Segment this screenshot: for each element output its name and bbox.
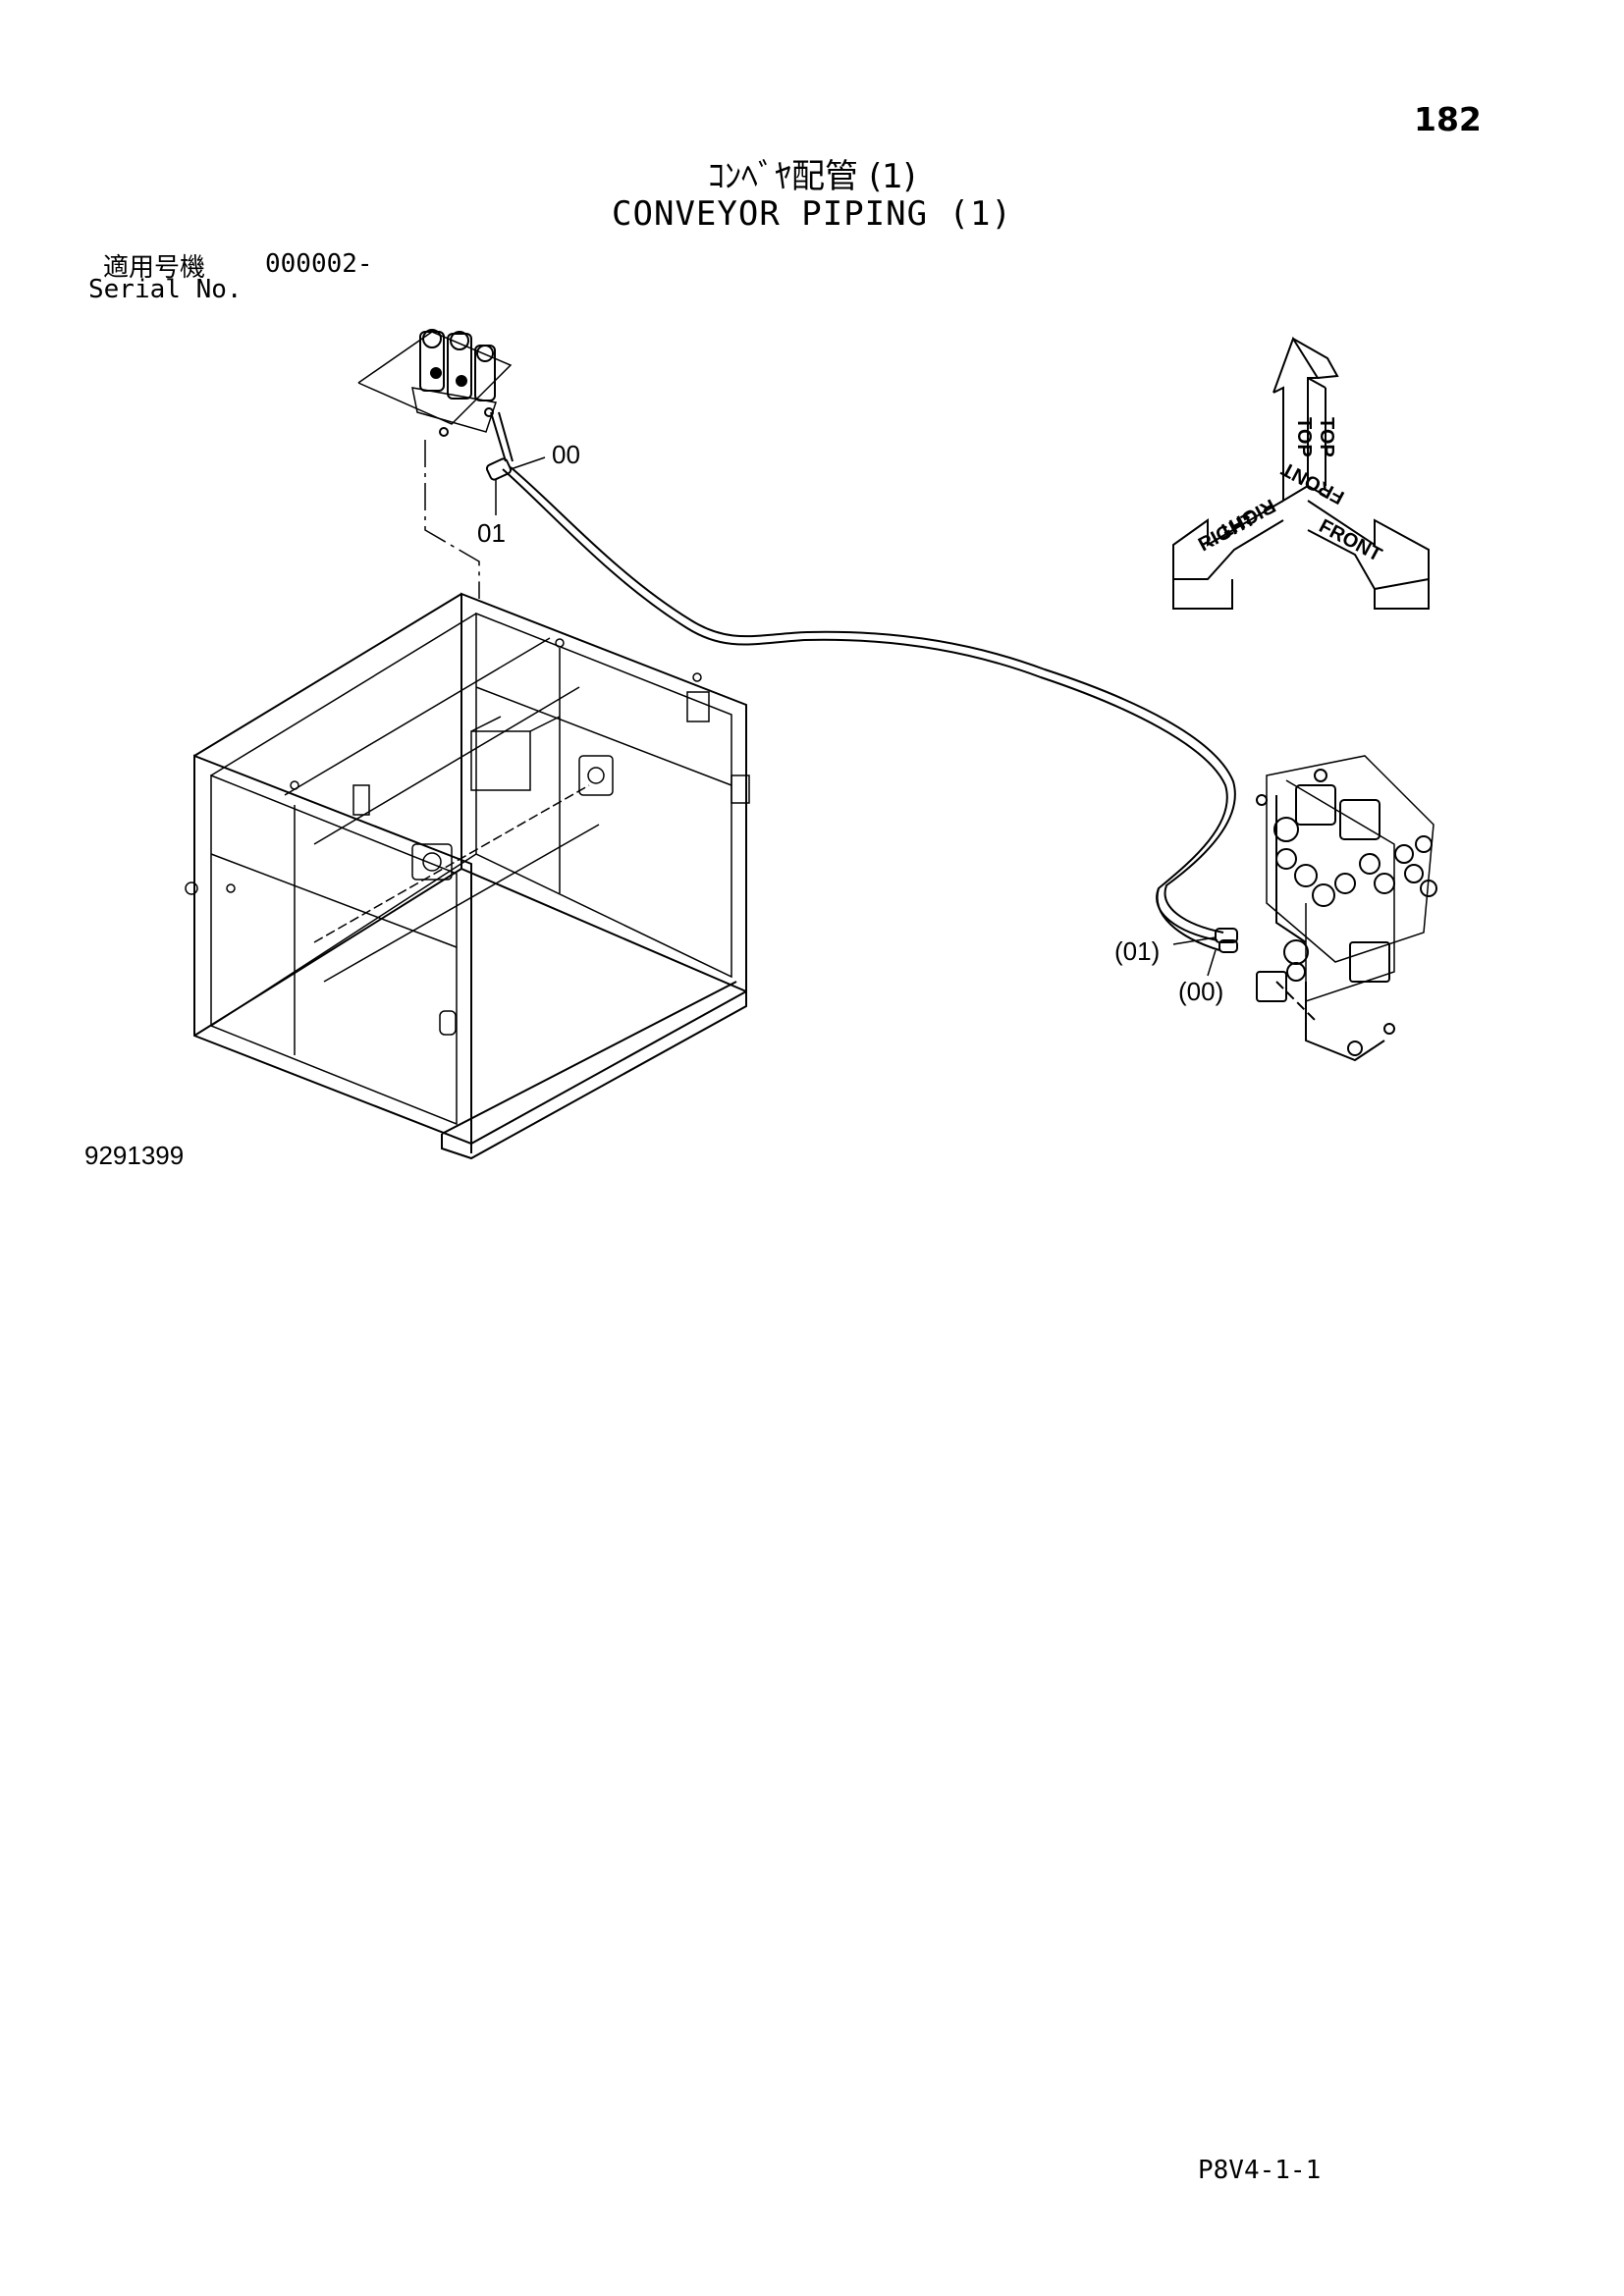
hose-line: [510, 466, 1236, 934]
serial-label-english: Serial No.: [88, 275, 243, 304]
control-valve-block: [1256, 755, 1437, 1062]
orientation-top-label: TOP: [1293, 417, 1315, 457]
hose-fitting: [1215, 928, 1238, 943]
orientation-front-label: FRONT: [1278, 457, 1348, 508]
callout-fitting-01-ref: (01): [1114, 936, 1161, 966]
orientation-top-label: TOP: [1316, 417, 1337, 457]
pilot-valve-block: [357, 329, 514, 481]
assembly-centerline: [424, 440, 480, 599]
callout-leader: [510, 456, 546, 470]
hose-line: [502, 468, 1228, 941]
callout-leader: [1172, 936, 1217, 945]
page-code: P8V4-1-1: [1198, 2156, 1322, 2185]
callout-leader: [1207, 949, 1217, 977]
conveyor-frame: [185, 592, 750, 1160]
callout-hose-00: 00: [552, 440, 580, 469]
callout-hose-00-ref: (00): [1178, 977, 1224, 1006]
hose-line: [1156, 887, 1220, 951]
serial-label-japanese: 適用号機: [103, 253, 206, 283]
page-number: 182: [1414, 100, 1482, 138]
page-title-japanese: ｺﾝﾍﾞﾔ配管 (1): [708, 157, 916, 196]
orientation-right-label: RIGHT: [1215, 494, 1278, 542]
hose-fitting: [1218, 939, 1238, 953]
callout-fitting-01: 01: [477, 518, 506, 548]
figure-number: 9291399: [84, 1141, 185, 1170]
orientation-indicator: [1172, 336, 1430, 610]
page-title-english: CONVEYOR PIPING (1): [612, 194, 1012, 234]
serial-number-value: 000002-: [265, 249, 373, 279]
